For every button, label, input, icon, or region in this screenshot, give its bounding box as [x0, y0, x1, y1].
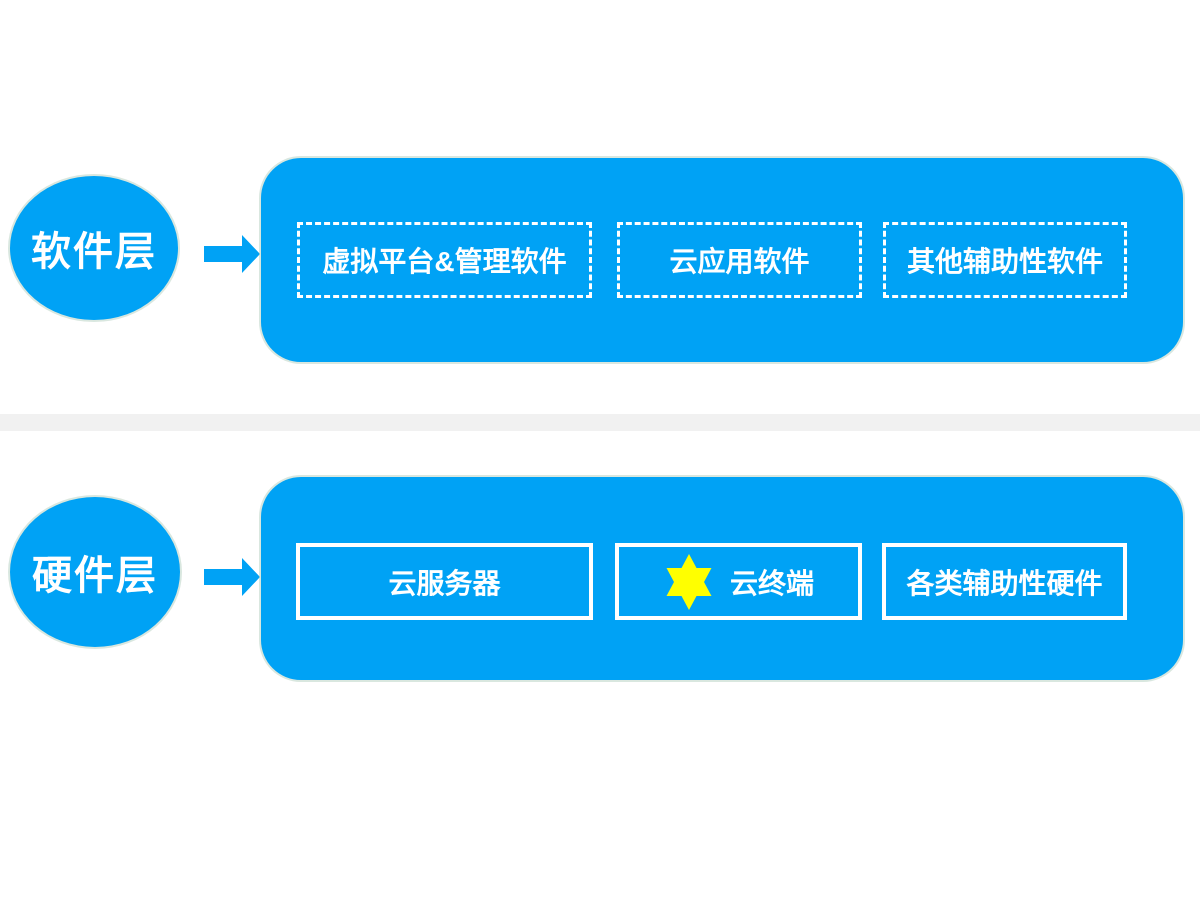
software-item-label: 云应用软件	[669, 246, 810, 277]
software-layer-circle: 软件层	[10, 176, 178, 320]
hardware-layer-circle: 硬件层	[10, 497, 180, 647]
software-item-cloud-application: 云应用软件	[617, 222, 862, 298]
hardware-item-cloud-terminal: 云终端	[615, 543, 862, 620]
hardware-item-label: 云服务器	[388, 567, 501, 599]
hardware-item-label: 各类辅助性硬件	[906, 567, 1103, 599]
six-pointed-star-icon	[666, 553, 712, 610]
software-layer-label: 软件层	[31, 230, 157, 274]
software-layer-panel: 虚拟平台&管理软件 云应用软件 其他辅助性软件	[261, 158, 1183, 362]
hardware-item-label: 云终端	[729, 567, 814, 599]
hardware-layer-label: 硬件层	[32, 554, 158, 598]
software-item-label: 其他辅助性软件	[906, 246, 1103, 277]
right-arrow-icon	[204, 235, 260, 273]
software-item-other-auxiliary: 其他辅助性软件	[883, 222, 1127, 298]
software-item-virtual-platform-management: 虚拟平台&管理软件	[297, 222, 592, 298]
hardware-item-auxiliary-hardware: 各类辅助性硬件	[882, 543, 1127, 620]
right-arrow-icon	[204, 558, 260, 596]
hardware-layer-panel: 云服务器 云终端 各类辅助性硬件	[261, 477, 1183, 680]
section-divider	[0, 414, 1200, 431]
software-item-label: 虚拟平台&管理软件	[322, 246, 567, 277]
hardware-item-cloud-server: 云服务器	[296, 543, 593, 620]
